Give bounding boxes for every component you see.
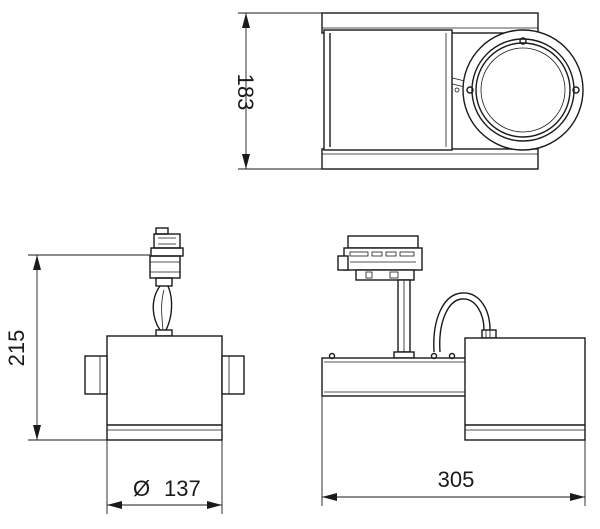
dimension-label-215: 215 [4, 330, 29, 367]
top-view [321, 12, 584, 170]
dimension-front-view-height: 215 [4, 254, 150, 441]
front-view [84, 227, 245, 441]
side-view [321, 235, 586, 441]
dimension-label-183: 183 [233, 74, 258, 111]
dimension-side-view-length: 305 [321, 396, 586, 506]
diameter-symbol: Ø [133, 476, 150, 501]
dimension-label-137: 137 [164, 476, 201, 501]
dimension-label-305: 305 [438, 467, 475, 492]
dimension-top-view-depth: 183 [233, 12, 322, 170]
dimension-front-view-diameter: Ø 137 [106, 440, 223, 514]
